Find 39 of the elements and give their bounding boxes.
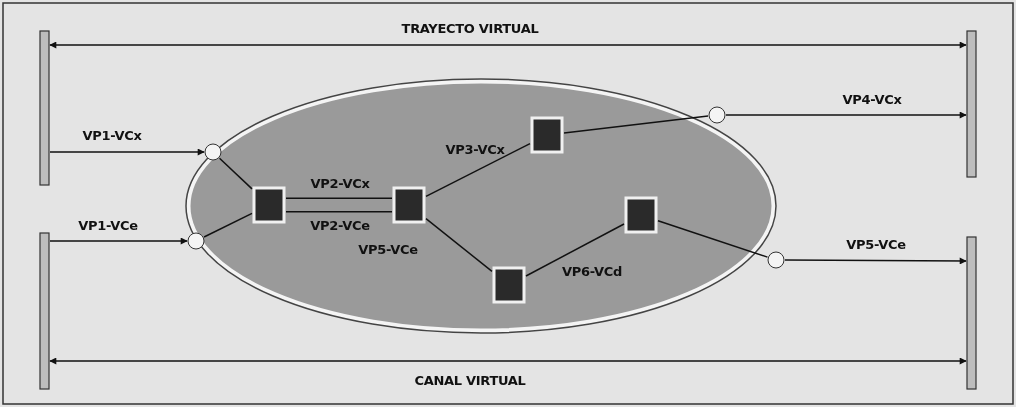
port-circle bbox=[187, 232, 205, 250]
link-line bbox=[425, 217, 493, 273]
arrow bbox=[725, 111, 967, 119]
edge-label: VP1-VCx bbox=[82, 128, 142, 144]
port-circle bbox=[767, 251, 785, 269]
switch-box bbox=[392, 186, 426, 224]
endpoint-bar bbox=[39, 30, 50, 186]
switch-box bbox=[530, 116, 564, 154]
link-line bbox=[285, 211, 393, 213]
link-line bbox=[525, 223, 625, 277]
arrow bbox=[49, 41, 967, 49]
endpoint-bar bbox=[966, 236, 977, 390]
edge-label: VP3-VCx bbox=[445, 142, 505, 158]
edge-label: VP6-VCd bbox=[562, 264, 622, 280]
endpoint-bar bbox=[966, 30, 977, 178]
edge-label: VP5-VCe bbox=[846, 237, 906, 253]
arrow bbox=[49, 237, 188, 245]
arrow bbox=[49, 148, 205, 156]
edge-label: VP1-VCe bbox=[78, 218, 138, 234]
edge-label: CANAL VIRTUAL bbox=[414, 373, 526, 389]
port-circle bbox=[708, 106, 726, 124]
link-line bbox=[425, 142, 531, 198]
link-line bbox=[218, 157, 253, 190]
link-line bbox=[285, 197, 393, 199]
link-line bbox=[657, 219, 769, 258]
link-line bbox=[203, 212, 253, 238]
arrow bbox=[784, 257, 967, 265]
edge-label: VP4-VCx bbox=[842, 92, 902, 108]
edge-label: VP5-VCe bbox=[358, 242, 418, 258]
switch-box bbox=[492, 266, 526, 304]
edge-label: TRAYECTO VIRTUAL bbox=[401, 21, 539, 37]
edge-label: VP2-VCx bbox=[310, 176, 370, 192]
link-line bbox=[563, 115, 709, 134]
edge-label: VP2-VCe bbox=[310, 218, 370, 234]
switch-box bbox=[252, 186, 286, 224]
endpoint-bar bbox=[39, 232, 50, 390]
switch-box bbox=[624, 196, 658, 234]
port-circle bbox=[204, 143, 222, 161]
arrow bbox=[49, 357, 967, 365]
